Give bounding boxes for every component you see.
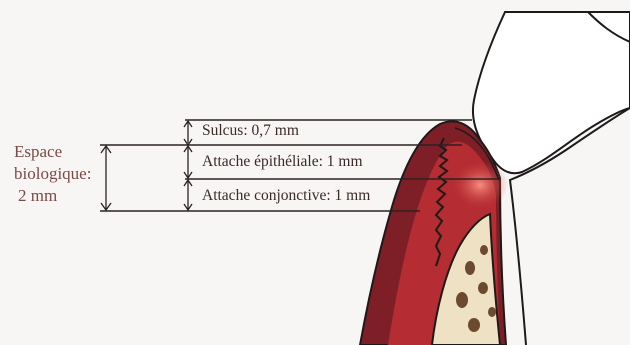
total-bracket <box>101 146 111 210</box>
sulcus-label: Sulcus: 0,7 mm <box>202 122 299 140</box>
biological-space-label-line2: biologique: <box>14 163 91 185</box>
biological-space-label-line1: Espace <box>14 141 62 163</box>
connective-attachment-label: Attache conjonctive: 1 mm <box>202 187 370 205</box>
biological-space-label-line3: 2 mm <box>18 185 57 207</box>
dimension-arrows <box>184 121 192 210</box>
epithelial-attachment-label: Attache épithéliale: 1 mm <box>202 153 363 171</box>
attachment-glow <box>452 161 508 209</box>
tooth-crown <box>473 12 630 173</box>
